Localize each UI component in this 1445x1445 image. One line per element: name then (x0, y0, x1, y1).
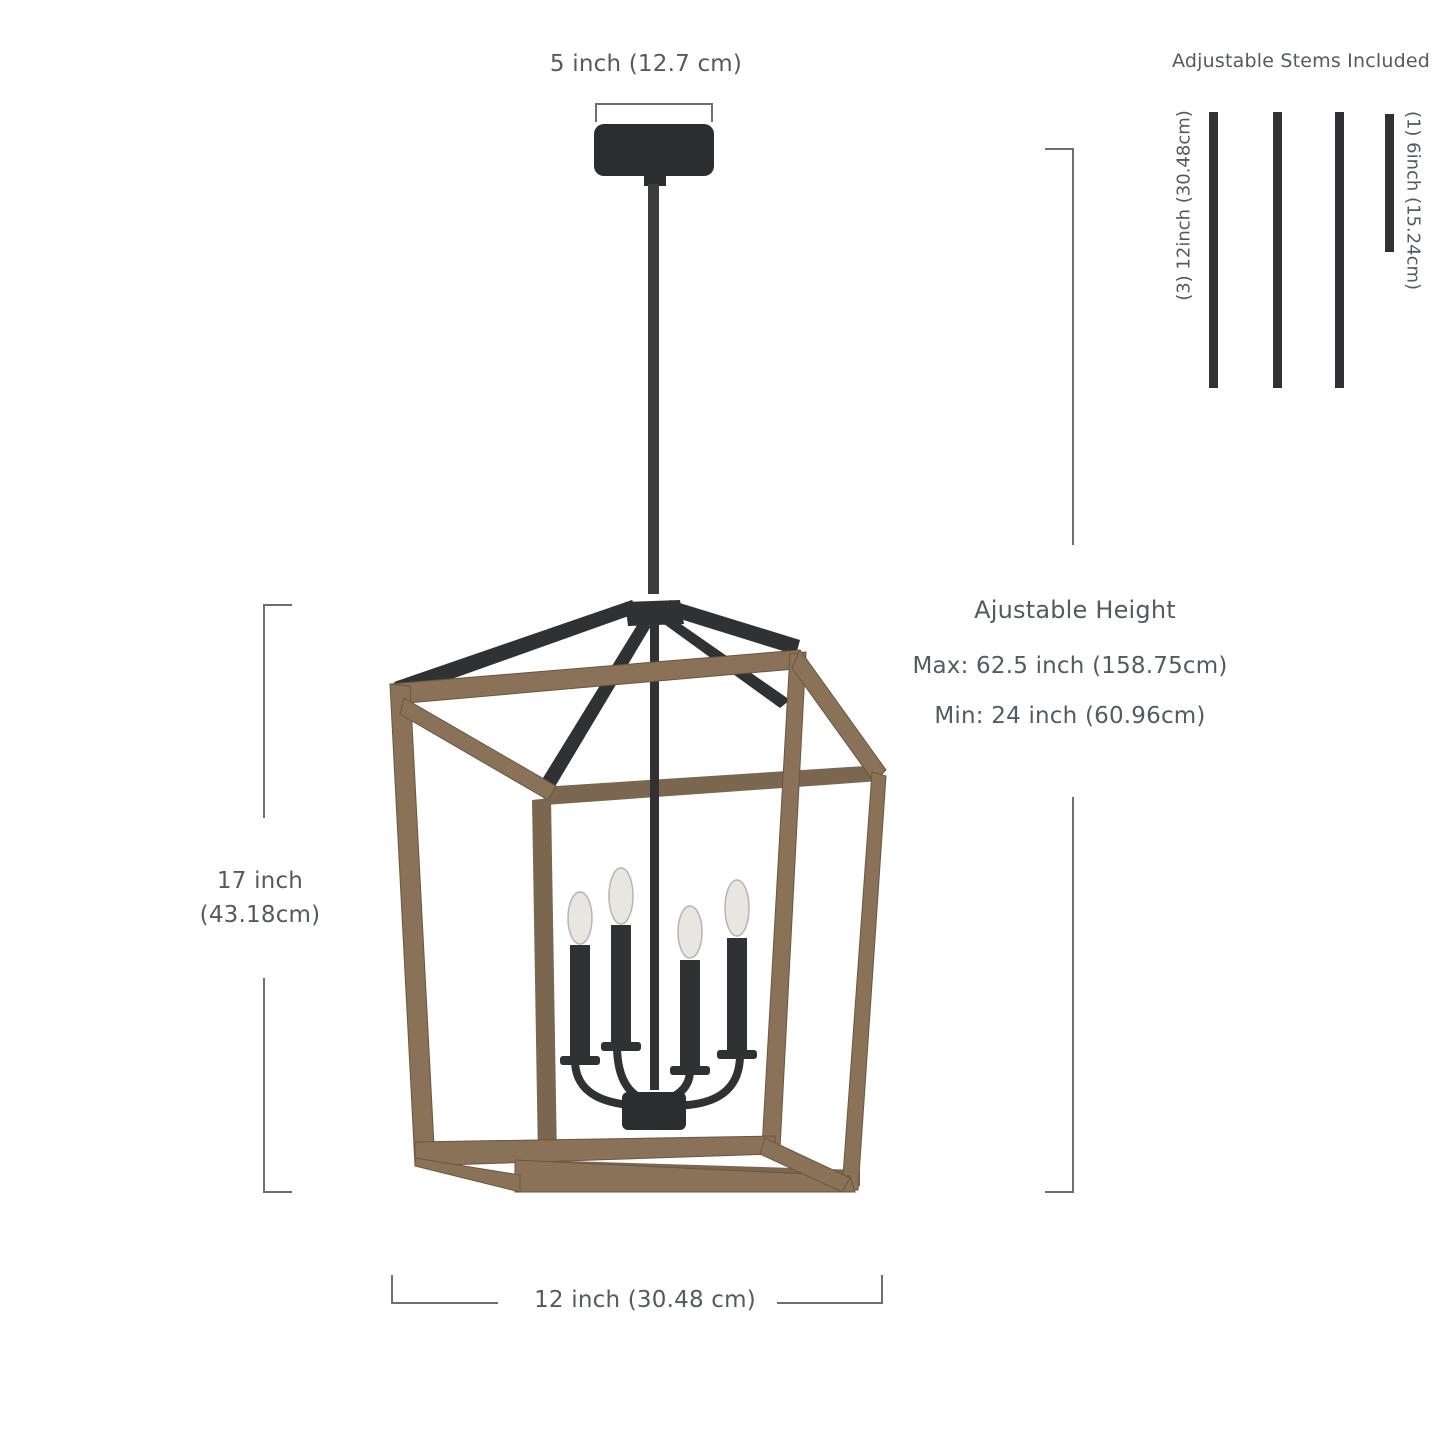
candelabra (560, 867, 757, 1130)
stem-12in-2 (1273, 112, 1282, 388)
stem-12in-1 (1209, 112, 1218, 388)
candle-1 (560, 891, 600, 1065)
stems-group (1209, 112, 1394, 388)
candle-2 (601, 867, 641, 1051)
stems-title: Adjustable Stems Included (1172, 50, 1430, 72)
stem-6in (1385, 114, 1394, 252)
adjustable-height-bracket-top (1045, 148, 1074, 545)
wood-frame-front (389, 648, 887, 1193)
candle-4 (717, 879, 757, 1059)
adjustable-height-title: Ajustable Height (974, 596, 1176, 624)
fixture-width-bracket-right (777, 1275, 883, 1304)
stem-6in-label: (1) 6inch (15.24cm) (1402, 110, 1424, 291)
fixture-width-label: 12 inch (30.48 cm) (534, 1287, 756, 1313)
canopy (594, 124, 714, 186)
stem-12in-3 (1335, 112, 1344, 388)
canopy-width-bracket (595, 103, 713, 122)
fixture-height-bracket-top (263, 604, 292, 818)
downrod (648, 184, 659, 594)
adjustable-height-max: Max: 62.5 inch (158.75cm) (912, 653, 1228, 679)
fixture-height-metric-label: (43.18cm) (199, 902, 321, 928)
fixture-height-label: 17 inch (216, 868, 304, 894)
candle-3 (670, 905, 710, 1075)
fixture-width-bracket-left (391, 1275, 498, 1304)
fixture-height-bracket-bottom (263, 978, 292, 1193)
adjustable-height-min: Min: 24 inch (60.96cm) (934, 703, 1206, 729)
dimension-lines (263, 103, 1074, 1304)
stem-12in-label: (3) 12inch (30.48cm) (1173, 110, 1195, 301)
canopy-width-label: 5 inch (12.7 cm) (549, 51, 743, 77)
adjustable-height-bracket-bottom (1045, 797, 1074, 1193)
